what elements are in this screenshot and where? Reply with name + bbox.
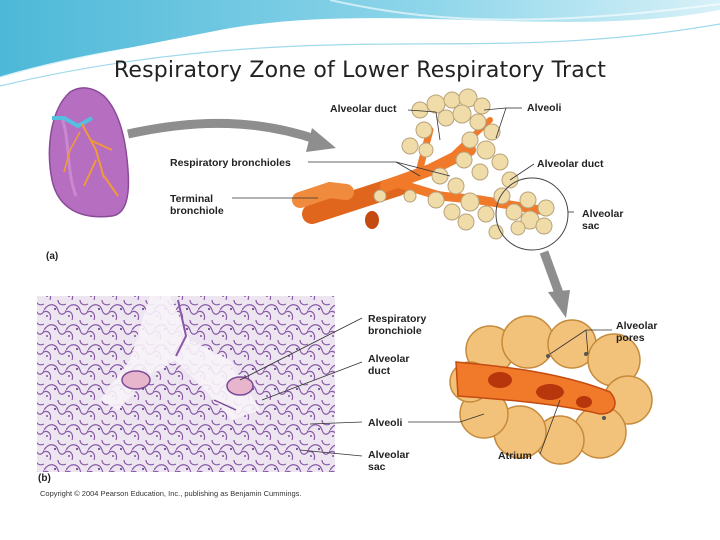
label-respiratory-bronchiole-b-line1: Respiratory	[368, 313, 426, 325]
label-alveolar-pores: Alveolar pores	[616, 320, 657, 344]
histology-micrograph	[37, 296, 335, 472]
label-alveolar-sac-b: Alveolar sac	[368, 449, 409, 473]
copyright-notice: Copyright © 2004 Pearson Education, Inc.…	[40, 489, 302, 498]
label-alveoli-b: Alveoli	[368, 417, 402, 429]
slide-title: Respiratory Zone of Lower Respiratory Tr…	[0, 58, 720, 83]
label-alveolar-duct-b-line1: Alveolar	[368, 353, 409, 365]
label-alveolar-sac-b-line2: sac	[368, 461, 409, 473]
label-alveolar-duct-b: Alveolar duct	[368, 353, 409, 377]
label-alveolar-pores-line2: pores	[616, 332, 657, 344]
label-respiratory-bronchiole-b: Respiratory bronchiole	[368, 313, 426, 337]
label-alveolar-duct-b-line2: duct	[368, 365, 409, 377]
label-alveolar-pores-line1: Alveolar	[616, 320, 657, 332]
label-atrium: Atrium	[498, 450, 532, 462]
label-respiratory-bronchiole-b-line2: bronchiole	[368, 325, 426, 337]
figure-b-part-label: (b)	[38, 473, 51, 484]
label-alveolar-sac-b-line1: Alveolar	[368, 449, 409, 461]
